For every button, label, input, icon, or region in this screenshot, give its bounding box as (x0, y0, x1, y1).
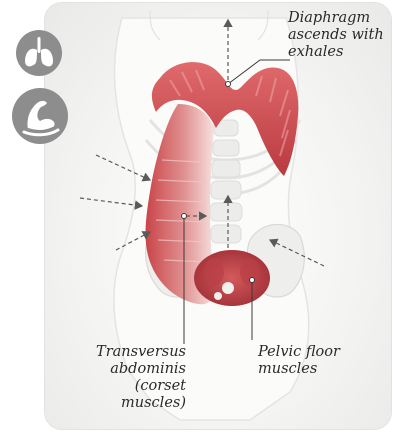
transversus-label: Transversus abdominis (corset muscles) (66, 344, 186, 412)
left-inward-arrow-lower (80, 198, 142, 206)
diaphragm-label: Diaphragm ascends with exhales (288, 10, 384, 61)
pelvic-floor-label: Pelvic floor muscles (258, 344, 340, 378)
pelvic-floor-muscle (194, 250, 270, 306)
